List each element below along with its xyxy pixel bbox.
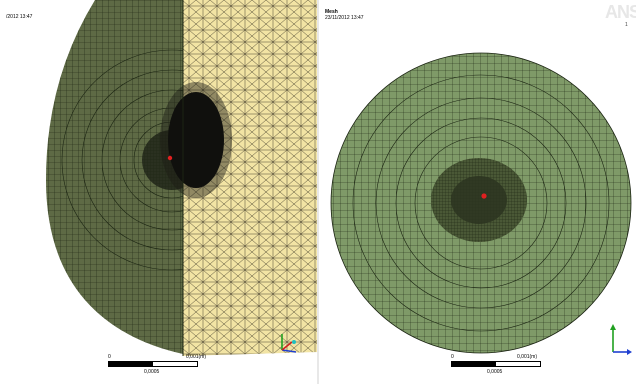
- left-scale-bar: 0 0,001(m) 0,0005: [108, 354, 206, 383]
- axis-triad-icon: [610, 324, 632, 355]
- left-scale-mid: 0,0005: [144, 369, 160, 375]
- left-scale-start: 0: [108, 354, 111, 360]
- dense-refinement-zone: [168, 92, 224, 188]
- right-scale-bar: 0 0,001(m) 0,0005: [451, 354, 541, 383]
- viewport-divider[interactable]: [317, 0, 319, 384]
- right-mesh-viewport[interactable]: Mesh 23/11/2012 13:47 ANS 1 0 0,001(m) 0…: [319, 0, 636, 384]
- axis-triad-icon: [281, 334, 297, 353]
- right-timestamp: 23/11/2012 13:47: [325, 15, 364, 21]
- point-marker-icon: [481, 193, 487, 199]
- right-scale-end: 0,001(m): [517, 354, 538, 360]
- brand-sub: 1: [625, 22, 628, 28]
- right-title-block: Mesh 23/11/2012 13:47: [325, 9, 364, 21]
- right-mesh-graphic: [330, 52, 632, 354]
- left-scale-end: 0,001(m): [186, 354, 207, 360]
- right-title: Mesh: [325, 9, 338, 15]
- right-scale-start: 0: [451, 354, 454, 360]
- point-marker-icon: [167, 155, 173, 161]
- left-mesh-viewport[interactable]: /2012 13:47 0 0,001(m) 0,0005: [0, 0, 318, 384]
- right-scale-mid: 0,0005: [487, 369, 503, 375]
- left-title-block: /2012 13:47: [6, 14, 32, 20]
- brand-logo: ANS: [605, 2, 636, 22]
- left-timestamp: /2012 13:47: [6, 14, 33, 20]
- left-mesh-graphic: [46, 0, 318, 356]
